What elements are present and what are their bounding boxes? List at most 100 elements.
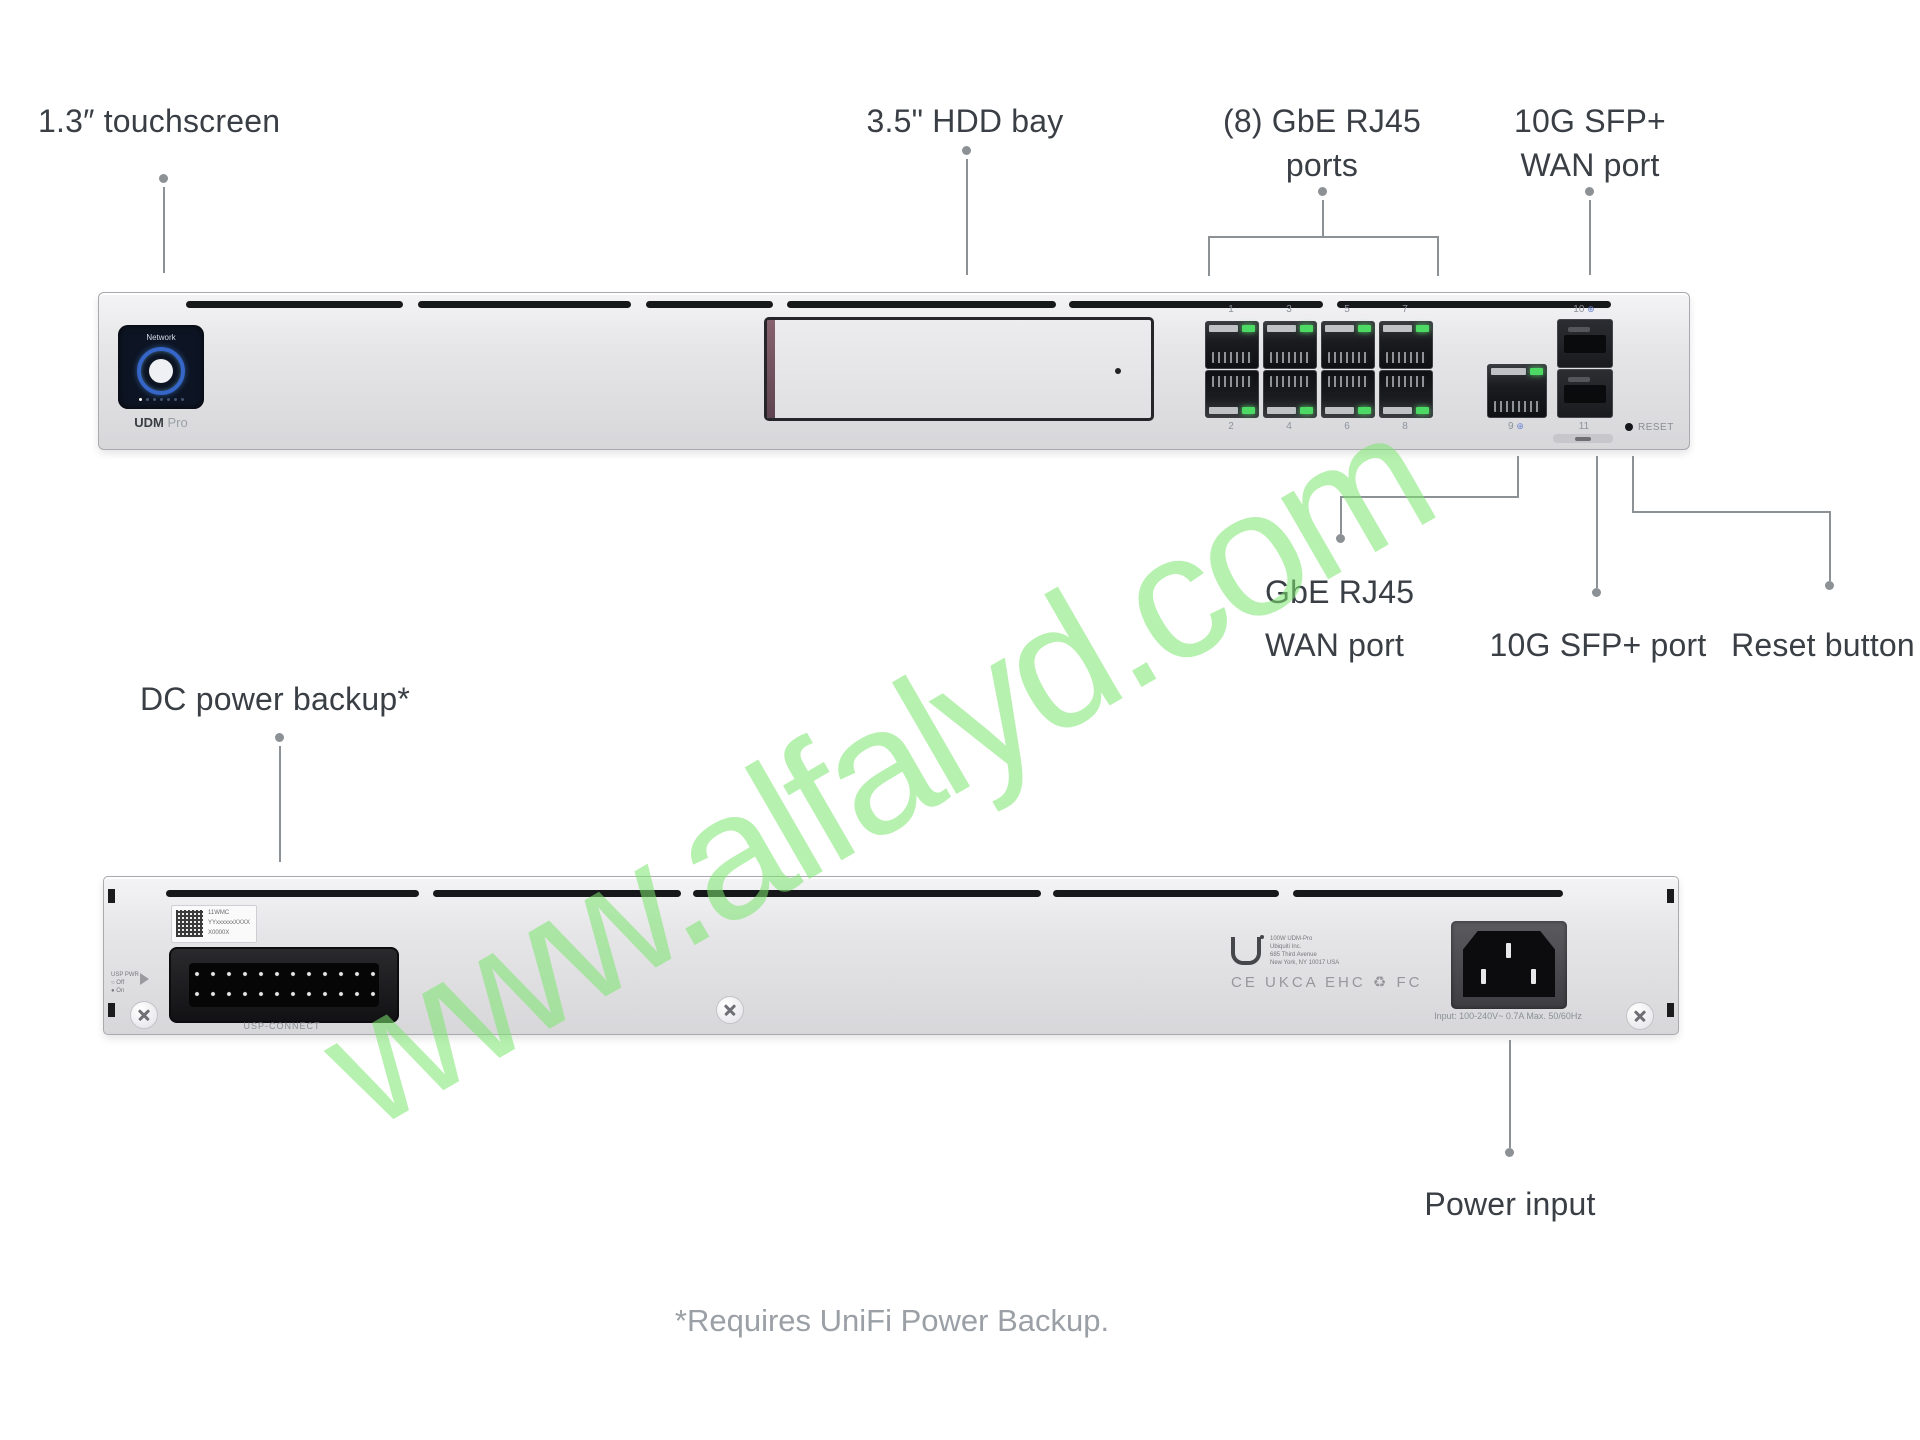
- screen-app-label: Network: [146, 333, 176, 342]
- sticker-line: X0000X: [208, 930, 230, 936]
- rj45-port-5: [1321, 321, 1375, 369]
- port-number: 2: [1228, 421, 1234, 432]
- inlet-pin: [1531, 969, 1536, 984]
- vent-slot: [186, 301, 403, 308]
- screen-pagination-dots: [118, 398, 204, 401]
- vent-slot: [646, 301, 773, 308]
- rack-tab: [1667, 1003, 1674, 1017]
- port-led: [1358, 407, 1371, 414]
- rack-tab: [108, 1003, 115, 1017]
- port-number: 4: [1286, 421, 1292, 432]
- vent-slot: [787, 301, 1056, 308]
- model-name: UDM: [134, 415, 164, 430]
- serial-sticker: 11WMC YYxxxxxxXXXX X0000X: [171, 905, 257, 943]
- leader-line: [1208, 236, 1210, 276]
- port-number: 5: [1344, 304, 1350, 315]
- leader-line: [1340, 496, 1342, 534]
- power-inlet: [1451, 921, 1567, 1009]
- sfp-lan-cage: [1557, 369, 1613, 418]
- front-panel: Network UDM Pro 1 3 5 7 2 4 6 8 9 ⊕: [98, 292, 1690, 450]
- globe-icon: ⊕: [1516, 421, 1524, 431]
- port-led: [1300, 407, 1313, 414]
- leader-line: [1517, 456, 1519, 498]
- rj45-ports-label-line2: ports: [1285, 147, 1359, 183]
- footnote: *Requires UniFi Power Backup.: [674, 1303, 1110, 1338]
- wan-port-number: 9 ⊕: [1508, 421, 1524, 432]
- rj45-port-8: [1379, 370, 1433, 418]
- sfp-marking-pill: [1553, 434, 1613, 443]
- inlet-pin: [1506, 943, 1511, 958]
- sfp-lan-number: 11: [1578, 421, 1590, 432]
- side-indicator-line: ● On: [111, 988, 125, 994]
- brand-line: New York, NY 10017 USA: [1270, 960, 1340, 966]
- leader-line: [279, 746, 281, 862]
- leader-line: [1596, 456, 1598, 588]
- reset-button: [1625, 423, 1633, 431]
- rack-tab: [1667, 889, 1674, 903]
- sfp-wan-cage: [1557, 319, 1613, 368]
- leader-dot: [1505, 1148, 1514, 1157]
- brand-line: 100W UDM-Pro: [1270, 936, 1313, 942]
- usp-pins: [189, 963, 379, 1007]
- port-number: 8: [1402, 421, 1408, 432]
- watermark: www.alfalyd.com: [290, 374, 1460, 1166]
- touchscreen-label: 1.3″ touchscreen: [38, 103, 281, 139]
- ubiquiti-logo: [1231, 935, 1264, 965]
- power-inlet-socket: [1463, 931, 1555, 997]
- rj45-ports-label-line1: (8) GbE RJ45: [1222, 103, 1422, 139]
- rack-tab: [108, 889, 115, 903]
- hdd-bay-label: 3.5" HDD bay: [866, 103, 1064, 139]
- hdd-bay: [764, 317, 1154, 421]
- screen-ring-core: [149, 359, 173, 383]
- cert-marks: CE UKCA EHC ♻ FC: [1231, 974, 1423, 991]
- usp-connect-label: USP-CONNECT: [243, 1021, 321, 1031]
- power-rating-text: Input: 100-240V~ 0.7A Max. 50/60Hz: [1434, 1011, 1582, 1021]
- leader-dot: [1336, 534, 1345, 543]
- port-number: 3: [1286, 304, 1292, 315]
- leader-dot: [275, 733, 284, 742]
- sfp-wan-label-line2: WAN port: [1520, 147, 1660, 183]
- port-number: 7: [1402, 304, 1408, 315]
- rj45-port-2: [1205, 370, 1259, 418]
- brand-line: 685 Third Avenue: [1270, 952, 1317, 958]
- rj45-port-4: [1263, 370, 1317, 418]
- leader-dot: [1318, 187, 1327, 196]
- globe-icon: ⊕: [1587, 304, 1595, 314]
- gbe-wan-label-line2: WAN port: [1265, 627, 1405, 663]
- power-input-label: Power input: [1424, 1186, 1596, 1222]
- hdd-bay-button: [1115, 368, 1121, 374]
- leader-line: [1437, 236, 1439, 276]
- leader-line: [163, 187, 165, 273]
- screw: [716, 996, 744, 1024]
- model-suffix: Pro: [167, 415, 188, 430]
- vent-slot: [1053, 890, 1279, 897]
- port-number: 1: [1228, 304, 1234, 315]
- screw: [1626, 1002, 1654, 1030]
- rj45-port-7: [1379, 321, 1433, 369]
- brand-line: Ubiquiti Inc.: [1270, 944, 1302, 950]
- gbe-wan-label-line1: GbE RJ45: [1265, 574, 1415, 610]
- screen-ring-icon: [137, 347, 185, 395]
- port-led: [1242, 325, 1255, 332]
- leader-dot: [962, 146, 971, 155]
- leader-line: [1509, 1040, 1511, 1148]
- qr-code: [176, 910, 203, 937]
- arrow-icon: [140, 973, 149, 985]
- leader-dot: [1592, 588, 1601, 597]
- back-panel: 11WMC YYxxxxxxXXXX X0000X USP PWR ○ Off …: [103, 876, 1679, 1035]
- side-indicator-line: USP PWR: [111, 972, 139, 978]
- leader-line: [966, 159, 968, 275]
- wan-rj45-port: [1487, 364, 1547, 418]
- leader-line: [1589, 200, 1591, 275]
- leader-dot: [1825, 581, 1834, 590]
- leader-line: [1340, 496, 1519, 498]
- port-led: [1416, 407, 1429, 414]
- leader-line: [1322, 200, 1324, 236]
- vent-slot: [418, 301, 631, 308]
- sfp-wan-number: 10 ⊕: [1573, 304, 1595, 315]
- sfp-port-label: 10G SFP+ port: [1489, 627, 1707, 663]
- model-label: UDM Pro: [118, 415, 204, 430]
- vent-slot: [166, 890, 419, 897]
- port-led: [1416, 325, 1429, 332]
